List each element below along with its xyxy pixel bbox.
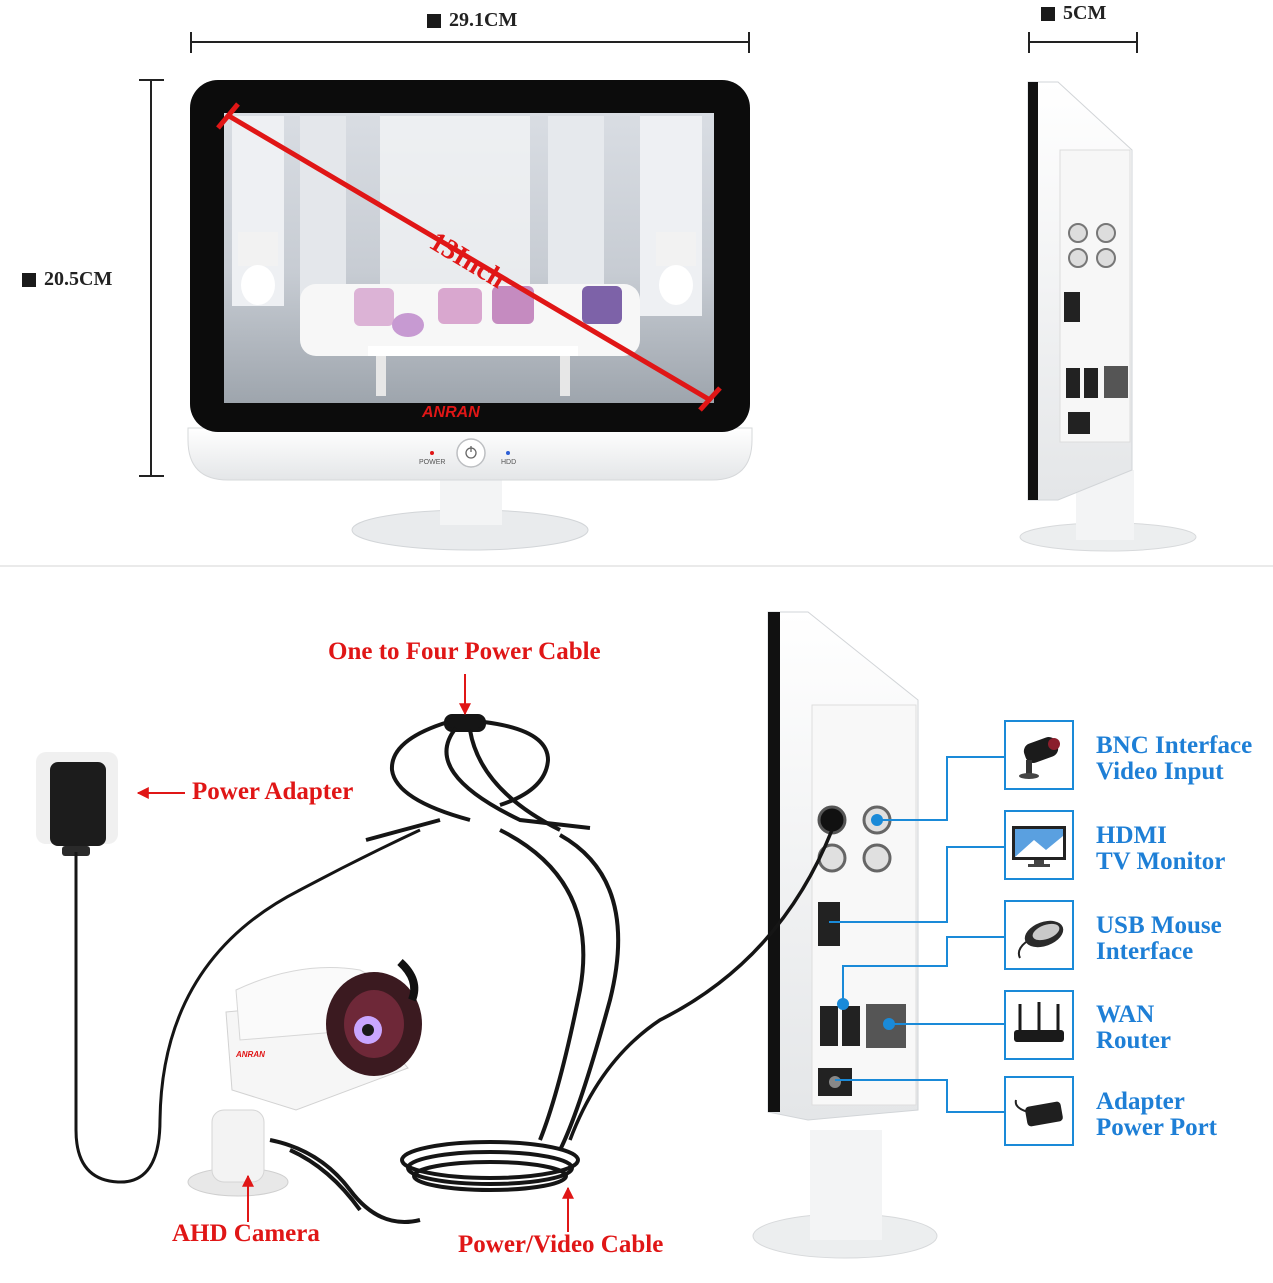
camera-brand-logo: ANRAN bbox=[236, 1050, 265, 1059]
depth-label: 5CM bbox=[1063, 2, 1107, 24]
power-cable-label: One to Four Power Cable bbox=[328, 638, 601, 665]
width-label: 29.1CM bbox=[449, 9, 518, 31]
port-label-usb: USB Mouse Interface bbox=[1096, 913, 1222, 965]
square-bullet-icon bbox=[22, 272, 36, 287]
hdd-indicator-label: HDD bbox=[501, 459, 517, 466]
port-label-line: Adapter bbox=[1096, 1088, 1185, 1115]
port-label-line: HDMI bbox=[1096, 822, 1167, 849]
camera-label: AHD Camera bbox=[172, 1220, 320, 1247]
power-adapter-drawing bbox=[36, 752, 118, 856]
port-label-hdmi: HDMI TV Monitor bbox=[1096, 823, 1225, 875]
port-label-line: BNC Interface bbox=[1096, 732, 1253, 759]
port-label-line: Router bbox=[1096, 1027, 1171, 1054]
coiled-cable bbox=[269, 1138, 580, 1224]
connector-lines bbox=[829, 756, 1005, 1113]
tv-icon bbox=[1004, 810, 1074, 880]
height-dimension-line bbox=[139, 79, 164, 477]
splitter-cable bbox=[365, 714, 621, 1151]
monitor-side-top bbox=[1019, 81, 1197, 552]
monitor-side-bottom bbox=[752, 611, 938, 1259]
depth-dimension-line bbox=[1028, 32, 1138, 53]
width-label-group: 29.1CM bbox=[427, 9, 517, 32]
router-icon bbox=[1004, 990, 1074, 1060]
square-bullet-icon bbox=[1041, 6, 1055, 21]
port-label-adapter: Adapter Power Port bbox=[1096, 1089, 1217, 1141]
port-label-line: WAN bbox=[1096, 1001, 1155, 1028]
port-label-line: Power Port bbox=[1096, 1114, 1218, 1141]
height-label-group: 20.5CM bbox=[22, 268, 112, 291]
adapter-icon bbox=[1004, 1076, 1074, 1146]
port-label-line: Video Input bbox=[1096, 758, 1224, 785]
camera-icon bbox=[1004, 720, 1074, 790]
port-label-line: USB Mouse bbox=[1096, 912, 1222, 939]
port-label-bnc: BNC Interface Video Input bbox=[1096, 733, 1252, 785]
brand-logo: ANRAN bbox=[422, 404, 480, 421]
height-label: 20.5CM bbox=[44, 268, 113, 290]
power-indicator-label: POWER bbox=[419, 459, 446, 466]
depth-label-group: 5CM bbox=[1041, 2, 1106, 25]
power-adapter-label: Power Adapter bbox=[192, 778, 354, 805]
square-bullet-icon bbox=[427, 13, 441, 28]
mouse-icon bbox=[1004, 900, 1074, 970]
monitor-front bbox=[187, 80, 753, 551]
width-dimension-line bbox=[190, 32, 750, 53]
port-label-line: Interface bbox=[1096, 938, 1194, 965]
video-cable-label: Power/Video Cable bbox=[458, 1231, 664, 1258]
camera-drawing bbox=[187, 959, 422, 1197]
port-label-wan: WAN Router bbox=[1096, 1002, 1171, 1054]
port-label-line: TV Monitor bbox=[1096, 848, 1226, 875]
